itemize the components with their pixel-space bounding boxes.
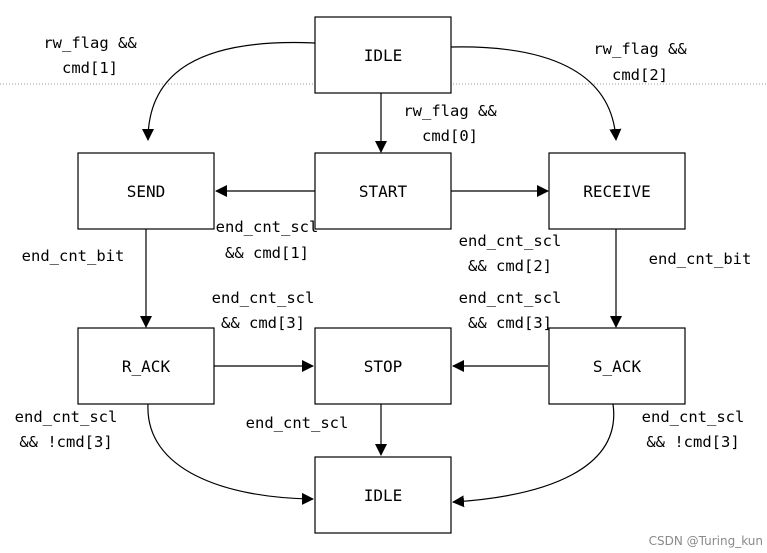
label-idle-to-receive-line1: rw_flag &&	[593, 40, 687, 58]
label-send-to-r-ack: end_cnt_bit	[22, 247, 125, 265]
state-s-ack: S_ACK	[548, 327, 686, 405]
state-receive: RECEIVE	[548, 152, 686, 230]
state-send: SEND	[77, 152, 215, 230]
state-receive-label: RECEIVE	[583, 182, 650, 201]
label-start-to-receive-line2: && cmd[2]	[468, 257, 552, 275]
state-idle-bottom-label: IDLE	[364, 486, 403, 505]
state-idle-top: IDLE	[314, 16, 452, 94]
label-r-ack-to-idle-line1: end_cnt_scl	[15, 408, 118, 426]
label-start-to-send-line1: end_cnt_scl	[216, 218, 319, 236]
state-stop-label: STOP	[364, 357, 403, 376]
state-s-ack-label: S_ACK	[593, 357, 642, 376]
state-start: START	[314, 152, 452, 230]
edge-idle-to-receive	[450, 46, 622, 141]
label-receive-to-s-ack: end_cnt_bit	[649, 250, 752, 268]
label-r-ack-to-idle-line2: && !cmd[3]	[19, 433, 112, 451]
label-s-ack-to-stop-line1: end_cnt_scl	[459, 289, 562, 307]
edge-s-ack-to-idle	[452, 403, 615, 508]
label-s-ack-to-idle-line2: && !cmd[3]	[646, 433, 739, 451]
edge-idle-to-send	[142, 41, 316, 141]
label-start-to-send-line2: && cmd[1]	[225, 244, 309, 262]
state-send-label: SEND	[127, 182, 166, 201]
label-idle-to-send-line2: cmd[1]	[62, 59, 118, 77]
state-r-ack: R_ACK	[77, 327, 215, 405]
state-start-label: START	[359, 182, 408, 201]
label-s-ack-to-stop-line2: && cmd[3]	[468, 314, 552, 332]
state-idle-top-label: IDLE	[364, 46, 403, 65]
label-r-ack-to-stop-line2: && cmd[3]	[221, 314, 305, 332]
label-idle-to-send-line1: rw_flag &&	[43, 34, 137, 52]
state-r-ack-label: R_ACK	[122, 357, 171, 376]
edge-r-ack-to-idle	[147, 403, 314, 505]
state-stop: STOP	[314, 327, 452, 405]
label-start-to-receive-line1: end_cnt_scl	[459, 232, 562, 250]
label-idle-to-receive-line2: cmd[2]	[612, 66, 668, 84]
label-idle-to-start-line1: rw_flag &&	[403, 102, 497, 120]
label-idle-to-start-line2: cmd[0]	[422, 127, 478, 145]
state-idle-bottom: IDLE	[314, 456, 452, 534]
label-r-ack-to-stop-line1: end_cnt_scl	[212, 289, 315, 307]
label-s-ack-to-idle-line1: end_cnt_scl	[642, 408, 745, 426]
label-stop-to-idle: end_cnt_scl	[246, 414, 349, 432]
watermark-text: CSDN @Turing_kun	[649, 534, 763, 548]
